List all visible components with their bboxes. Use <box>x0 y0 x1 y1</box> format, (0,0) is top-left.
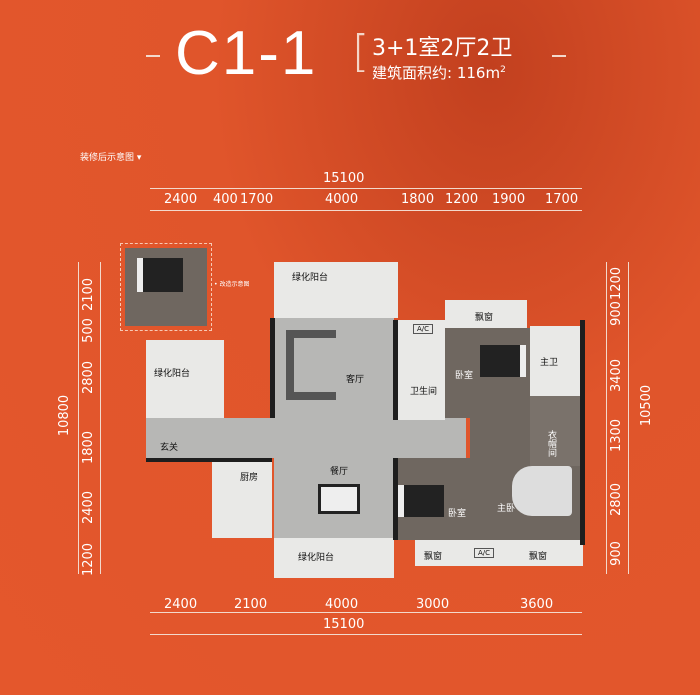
bed-icon <box>512 466 572 516</box>
bay-window-top <box>445 300 527 328</box>
title-dash <box>146 55 160 57</box>
room-master-bedroom: 主卧 <box>497 504 516 514</box>
dim-left: 1200 <box>81 542 97 577</box>
room-dining: 餐厅 <box>330 467 349 477</box>
bathroom <box>395 320 445 420</box>
room-bay-top: 飘窗 <box>475 313 494 323</box>
dim-top: 1700 <box>545 192 579 207</box>
area-text: 建筑面积约: 116m <box>372 64 501 82</box>
dim-line <box>628 262 629 574</box>
room-bedroom-2: 卧室 <box>448 509 467 519</box>
bed-icon <box>480 345 526 377</box>
dim-left: 2800 <box>81 360 97 395</box>
dim-right: 900 <box>608 301 624 326</box>
bay-window-bottom <box>415 540 583 566</box>
dim-top-total: 15100 <box>323 171 365 186</box>
room-closet: 衣帽间 <box>546 430 556 457</box>
wall <box>146 458 272 462</box>
dim-right: 1300 <box>609 418 625 453</box>
unit-layout: 3+1室2厅2卫 <box>372 36 513 61</box>
bed-icon <box>137 258 183 292</box>
dim-right: 3400 <box>609 358 625 393</box>
dim-left: 1800 <box>81 430 97 465</box>
dim-bottom: 2100 <box>234 597 268 612</box>
bracket-open: [ <box>352 26 370 77</box>
room-kitchen: 厨房 <box>240 473 259 483</box>
dim-left: 2400 <box>81 490 97 525</box>
foyer-corridor <box>146 418 466 458</box>
room-living: 客厅 <box>346 375 365 385</box>
dim-bottom: 3600 <box>520 597 554 612</box>
dim-bottom: 4000 <box>325 597 359 612</box>
room-bathroom: 卫生间 <box>410 387 438 397</box>
dim-top: 4000 <box>325 192 359 207</box>
dim-line <box>100 262 101 574</box>
dim-top: 1200 <box>445 192 479 207</box>
kitchen <box>212 458 272 538</box>
dim-line <box>150 210 582 211</box>
unit-code: C1-1 <box>175 19 318 88</box>
dim-bottom-total: 15100 <box>323 617 365 632</box>
dim-left: 500 <box>80 318 96 343</box>
balcony-left <box>146 340 224 418</box>
ac-top: A/C <box>413 324 434 334</box>
dim-bottom: 3000 <box>416 597 450 612</box>
wall <box>270 318 275 418</box>
wall <box>393 458 398 540</box>
balcony-bottom <box>274 538 394 578</box>
sofa-icon <box>286 330 336 400</box>
modified-note: • 改造示意图 <box>214 281 250 288</box>
dim-line <box>78 262 79 574</box>
wall <box>580 320 585 545</box>
dim-top: 1800 <box>401 192 435 207</box>
dim-right: 1200 <box>609 266 625 301</box>
dim-top: 2400 <box>164 192 198 207</box>
room-master-bath: 主卫 <box>540 358 559 368</box>
dim-bottom: 2400 <box>164 597 198 612</box>
bed-icon <box>398 485 444 517</box>
renovated-note: 装修后示意图 ▾ <box>80 153 142 163</box>
dim-line <box>150 188 582 189</box>
dim-left-total: 10800 <box>57 394 73 437</box>
modified-text: 改造示意图 <box>219 281 250 288</box>
dim-line <box>150 612 582 613</box>
room-balcony-bottom: 绿化阳台 <box>298 553 335 563</box>
dim-top: 1900 <box>492 192 526 207</box>
dim-left: 2100 <box>81 277 97 312</box>
room-balcony-left: 绿化阳台 <box>154 369 191 379</box>
dim-right-total: 10500 <box>639 384 655 427</box>
unit-area: 建筑面积约: 116m2 <box>372 62 506 83</box>
dim-line <box>150 634 582 635</box>
dim-right: 900 <box>608 541 624 566</box>
dim-top: 1700 <box>240 192 274 207</box>
balcony-top <box>274 262 398 318</box>
dining-table-icon <box>318 484 360 514</box>
dim-right: 2800 <box>609 482 625 517</box>
room-bay-bottom-1: 飘窗 <box>424 552 443 562</box>
title-dash <box>552 55 566 57</box>
room-bay-bottom-2: 飘窗 <box>529 552 548 562</box>
modified-inset <box>120 243 212 331</box>
renovated-text: 装修后示意图 <box>80 153 135 163</box>
room-foyer: 玄关 <box>160 443 179 453</box>
dim-top: 400 <box>213 192 238 207</box>
room-bedroom-1: 卧室 <box>455 371 474 381</box>
area-sup: 2 <box>500 65 506 75</box>
dim-line <box>606 262 607 574</box>
room-balcony-top: 绿化阳台 <box>292 273 329 283</box>
master-bath <box>530 326 580 396</box>
wall <box>393 320 398 420</box>
walk-in-closet <box>530 396 580 466</box>
ac-bottom: A/C <box>474 548 495 558</box>
